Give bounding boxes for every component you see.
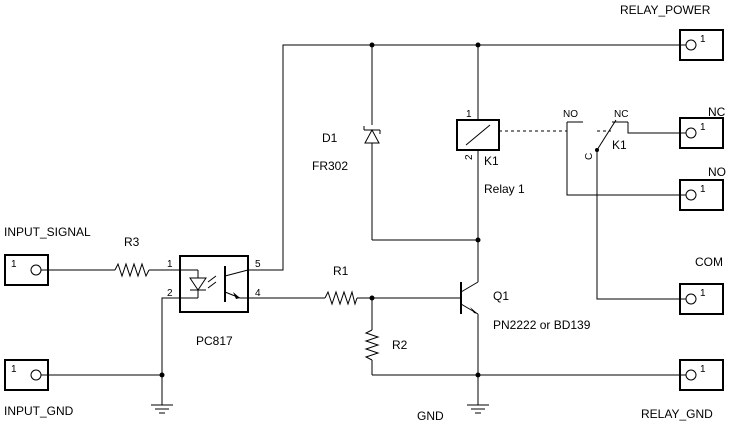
contact-c-label: C [584,153,595,160]
resistor-r1 [324,290,358,306]
r3-label: R3 [124,235,140,249]
opto-pin-1: 1 [167,259,173,270]
contact-k1-label: K1 [612,138,627,152]
nc-label: NC [708,105,726,119]
relay-value: Relay 1 [484,182,525,196]
gnd-label: GND [417,409,444,423]
q1-label: Q1 [493,289,509,303]
svg-text:1: 1 [700,34,706,45]
svg-text:1: 1 [700,364,706,375]
connector-nc: 1 [679,117,724,149]
relay-pin-2: 2 [464,154,475,160]
wires [48,44,680,405]
svg-text:1: 1 [700,184,706,195]
ground-symbol-relay [467,404,489,414]
connector-relay-gnd: 1 [679,359,724,391]
svg-text:1: 1 [700,122,706,133]
resistor-r2 [364,329,380,361]
contact-nc-label: NC [614,109,628,120]
svg-text:1: 1 [11,364,17,375]
contact-no-label: NO [563,109,578,120]
relay-k1-label: K1 [484,154,499,168]
connector-relay-power: 1 [679,29,724,61]
r2-label: R2 [392,338,408,352]
relay-pin-1: 1 [466,109,472,120]
input-signal-label: INPUT_SIGNAL [4,225,91,239]
d1-label: D1 [322,131,338,145]
r1-label: R1 [333,264,349,278]
q1-value: PN2222 or BD139 [493,318,591,332]
relay-coil-k1 [456,119,611,151]
transistor-q1 [460,281,479,315]
svg-text:1: 1 [11,259,17,270]
diode-d1 [363,126,381,144]
resistor-r3 [114,262,150,278]
svg-text:1: 1 [700,288,706,299]
ground-symbol-input [151,404,173,414]
input-gnd-label: INPUT_GND [4,404,74,418]
opto-pin-5: 5 [255,259,261,270]
connector-com: 1 [679,283,724,315]
relay-power-label: RELAY_POWER [620,3,711,17]
connector-no: 1 [679,179,724,211]
opto-label: PC817 [196,334,233,348]
optocoupler-pc817 [179,255,249,313]
junctions [159,42,481,378]
connector-input-gnd: 1 [4,359,49,391]
d1-value: FR302 [312,159,348,173]
no-label: NO [708,165,726,179]
opto-pin-4: 4 [255,288,261,299]
com-label: COM [695,255,723,269]
connector-input-signal: 1 [4,254,49,286]
relay-contact-k1 [567,119,628,152]
relay-gnd-label: RELAY_GND [641,407,713,421]
opto-pin-2: 2 [167,288,173,299]
